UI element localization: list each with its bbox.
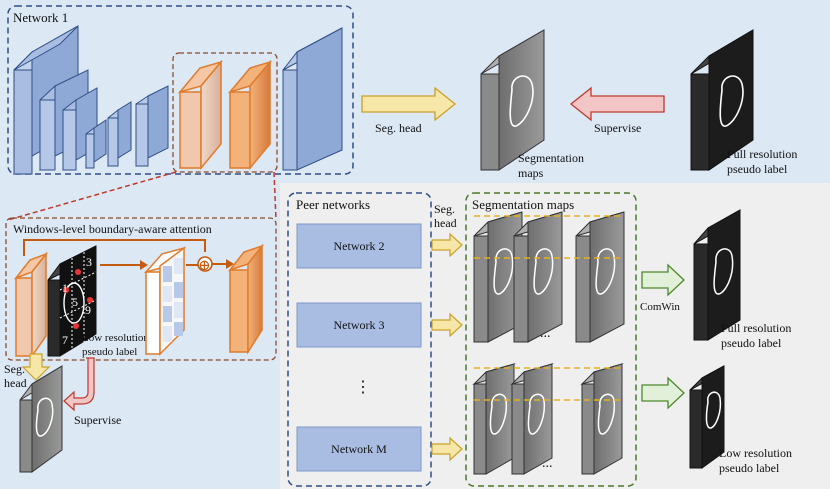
attention-output-block bbox=[227, 243, 265, 355]
seg-maps-label-top-1: Segmentation bbox=[518, 151, 584, 165]
peer-arrow-3 bbox=[431, 312, 463, 338]
grid-number-3: 3 bbox=[86, 255, 92, 269]
attention-blocks-top bbox=[177, 59, 273, 171]
seg-head-arrow-left bbox=[21, 353, 51, 381]
seg-head-label-top: Seg. head bbox=[375, 121, 422, 135]
network-2-label: Network 2 bbox=[334, 239, 385, 253]
peer-seg-head-2: head bbox=[434, 216, 457, 230]
segmentation-map-left bbox=[19, 365, 63, 473]
attention-feature-block bbox=[13, 251, 49, 359]
attention-highlight-box bbox=[172, 52, 278, 173]
decoder-block-2 bbox=[135, 85, 169, 167]
decoder-block-final bbox=[282, 27, 343, 171]
full-res-label-top bbox=[690, 29, 754, 171]
network-m-box bbox=[296, 426, 422, 472]
seg-maps-ellipsis-2: ... bbox=[542, 456, 553, 471]
peer-seg-head-1: Seg. bbox=[434, 202, 455, 216]
full-res-label-top-2: pseudo label bbox=[727, 162, 788, 176]
seg-map-full-2 bbox=[513, 211, 563, 343]
network-2-box bbox=[296, 223, 422, 269]
segmentation-map-top bbox=[480, 29, 545, 171]
network-3-label: Network 3 bbox=[334, 318, 385, 332]
network-3-box bbox=[296, 302, 422, 348]
seg-map-low-2 bbox=[510, 362, 554, 475]
network1-box bbox=[7, 5, 354, 175]
peer-arrow-m bbox=[431, 436, 463, 462]
supervise-label-left: Supervise bbox=[74, 413, 121, 427]
segmentation-maps-box bbox=[465, 192, 637, 487]
seg-map-low-1 bbox=[472, 362, 516, 475]
supervise-label-top: Supervise bbox=[594, 121, 641, 135]
full-res-label-right-2: pseudo label bbox=[721, 336, 782, 350]
low-res-label-right bbox=[689, 365, 725, 469]
zoom-line-left bbox=[7, 171, 177, 221]
low-res-label-mid-1: Low resolution bbox=[82, 332, 149, 344]
grid-number-5: 5 bbox=[72, 295, 78, 309]
peer-networks-title: Peer networks bbox=[296, 197, 370, 212]
segmentation-maps-title: Segmentation maps bbox=[472, 197, 574, 212]
zoom-line-right bbox=[273, 171, 277, 221]
attention-module-box bbox=[5, 217, 277, 361]
seg-maps-group-full bbox=[473, 211, 625, 343]
network-m-label: Network M bbox=[331, 442, 387, 456]
attention-title: Windows-level boundary-aware attention bbox=[13, 222, 212, 236]
comwin-arrow-low bbox=[641, 376, 685, 410]
decoder-block-1 bbox=[107, 101, 132, 168]
peer-arrow-2 bbox=[431, 232, 463, 258]
peer-networks-box bbox=[287, 192, 432, 487]
grid-number-7: 7 bbox=[62, 333, 68, 347]
supervise-arrow-left bbox=[63, 357, 95, 412]
grid-number-9: 9 bbox=[85, 303, 91, 317]
comwin-arrow-full bbox=[641, 263, 685, 297]
low-res-label-grid bbox=[47, 245, 97, 357]
full-res-label-right bbox=[693, 209, 741, 341]
peer-vdots: ⋮ bbox=[355, 379, 371, 396]
seg-head-left-2: head bbox=[4, 376, 27, 390]
seg-maps-label-top-2: maps bbox=[518, 166, 544, 180]
encoder-block-4 bbox=[85, 119, 107, 169]
low-res-label-right-2: pseudo label bbox=[719, 461, 780, 475]
full-res-label-right-1: Full resolution bbox=[721, 321, 791, 335]
full-res-label-top-1: Full resolution bbox=[727, 147, 797, 161]
skip-connection bbox=[23, 239, 206, 256]
seg-head-left-1: Seg. bbox=[4, 362, 25, 376]
network1-title: Network 1 bbox=[13, 10, 68, 25]
encoder-blocks bbox=[13, 25, 169, 176]
grid-number-1: 1 bbox=[62, 281, 68, 295]
seg-map-low-3 bbox=[580, 362, 624, 475]
comwin-label: ComWin bbox=[640, 301, 680, 313]
supervise-arrow-top bbox=[569, 86, 665, 122]
seg-map-full-3 bbox=[575, 211, 625, 343]
seg-maps-ellipsis-1: ... bbox=[540, 326, 551, 341]
attention-weight-map bbox=[143, 246, 187, 356]
seg-head-arrow-top bbox=[361, 86, 457, 122]
add-operator: ⊕ bbox=[198, 258, 211, 274]
low-res-label-right-1: Low resolution bbox=[719, 446, 792, 460]
seg-maps-group-low bbox=[472, 362, 624, 475]
low-res-label-mid-2: pseudo label bbox=[82, 346, 137, 358]
